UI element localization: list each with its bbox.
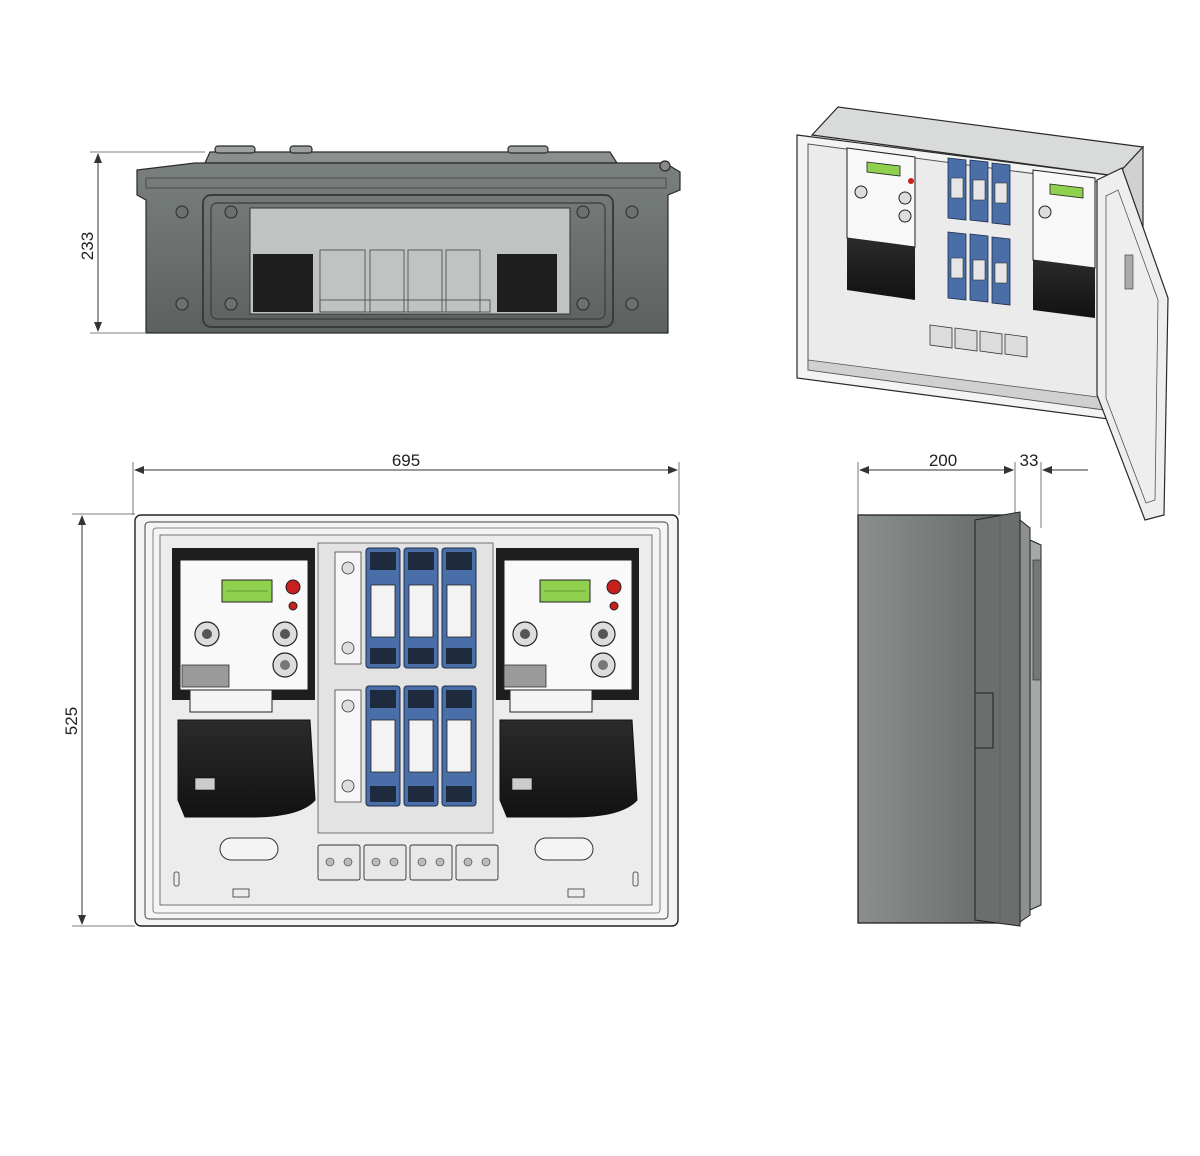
dimension-label-side-depth: 200 bbox=[929, 451, 957, 470]
isometric-view bbox=[796, 106, 1169, 521]
top-view: 233 bbox=[78, 145, 681, 334]
front-view: 695 525 bbox=[62, 451, 680, 927]
lower-breaker-row bbox=[365, 685, 477, 807]
upper-breaker-row bbox=[365, 547, 477, 669]
dimension-label-front-height: 525 bbox=[62, 707, 81, 735]
dimension-label-front-width: 695 bbox=[392, 451, 420, 470]
right-meter-red-indicator bbox=[606, 579, 622, 595]
dimension-label-side-door: 33 bbox=[1020, 451, 1039, 470]
left-energy-meter bbox=[172, 548, 316, 818]
terminal-block bbox=[317, 844, 499, 881]
right-energy-meter bbox=[496, 548, 639, 818]
side-view: 200 33 bbox=[857, 451, 1088, 927]
iso-open-door bbox=[1096, 167, 1169, 521]
top-lid bbox=[204, 151, 619, 164]
dimension-label-top-height: 233 bbox=[78, 232, 97, 260]
left-meter-red-indicator bbox=[285, 579, 301, 595]
